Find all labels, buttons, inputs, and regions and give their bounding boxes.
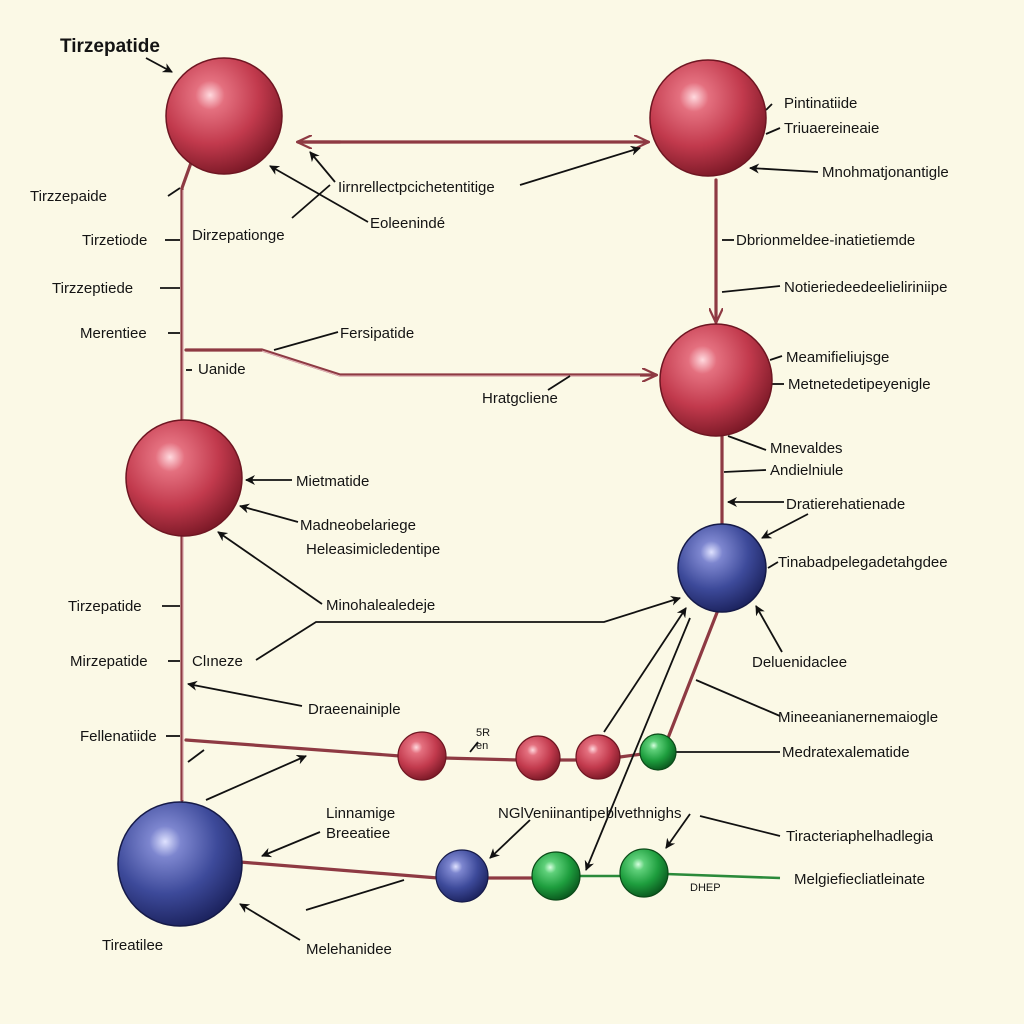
label-right-13: Mineeanianernemaiogle	[778, 709, 938, 726]
label-left-1: Tirzzepaide	[30, 188, 107, 205]
nodes	[117, 57, 773, 927]
label-center-1: Iirnrellectpcichetentitige	[338, 179, 495, 196]
label-right-2: Triuaereineaie	[784, 120, 879, 137]
green-node-2	[619, 848, 669, 898]
label-center-10: Linnamige	[326, 805, 395, 822]
label-right-17: DHEP	[690, 882, 721, 894]
label-right-6: Meamifieliujsge	[786, 349, 889, 366]
label-right-16: Melgiefiecliatleinate	[794, 871, 925, 888]
connector-left-trunk	[180, 158, 194, 802]
label-right-4: Dbrionmeldee-inatietiemde	[736, 232, 915, 249]
label-right-12: Deluenidaclee	[752, 654, 847, 671]
label-center-6: Madneobelariege	[300, 517, 416, 534]
label-center-15: en	[476, 740, 488, 752]
green-node-1	[531, 851, 581, 901]
green-node-small	[639, 733, 677, 771]
red-node-small-3	[575, 734, 621, 780]
labels: Tirzepatide Tirzzepaide Tirzetiode Dirze…	[30, 36, 949, 958]
label-right-11: Tinabadpelegadetahgdee	[778, 554, 948, 571]
label-left-10: Fellenatiide	[80, 728, 157, 745]
label-left-4: Tirzzeptiede	[52, 280, 133, 297]
red-node-mid-left	[125, 419, 243, 537]
connector-lines	[180, 142, 781, 880]
red-node-small-1	[397, 731, 447, 781]
red-node-small-2	[515, 735, 561, 781]
label-center-2: Eoleenindé	[370, 215, 445, 232]
label-center-14: 5R	[476, 727, 490, 739]
label-center-9: Draeenainiple	[308, 701, 401, 718]
label-center-8: Minohalealedeje	[326, 597, 435, 614]
label-left-2: Tirzetiode	[82, 232, 147, 249]
label-right-1: Pintinatiide	[784, 95, 857, 112]
label-left-8: Mirzepatide	[70, 653, 148, 670]
blue-node-large	[117, 801, 243, 927]
connector-chain-lower	[238, 860, 440, 880]
red-node-top-right	[649, 59, 767, 177]
label-left-9: Clıneze	[192, 653, 243, 670]
label-left-6: Uanide	[198, 361, 246, 378]
label-right-10: Dratierehatienade	[786, 496, 905, 513]
label-center-4: Hratgcliene	[482, 390, 558, 407]
label-right-5: Notieriedeedeelieliriniipe	[784, 279, 947, 296]
label-right-8: Mnevaldes	[770, 440, 843, 457]
pointer-lines	[145, 57, 819, 941]
label-center-12: NGlVeniinantipeblvethnighs	[498, 805, 681, 822]
red-node-mid-right	[659, 323, 773, 437]
label-right-7: Metnetedetipeyenigle	[788, 376, 931, 393]
label-right-3: Mnohmatjonantigle	[822, 164, 949, 181]
label-center-11: Breeatiee	[326, 825, 390, 842]
connector-green-line	[580, 872, 781, 880]
label-right-14: Medratexalematide	[782, 744, 910, 761]
label-center-3: Fersipatide	[340, 325, 414, 342]
connector-diagonal	[666, 608, 720, 740]
blue-node-right	[677, 523, 767, 613]
label-center-5: Mietmatide	[296, 473, 369, 490]
label-left-11: Tireatilee	[102, 937, 163, 954]
label-center-13: Melehanidee	[306, 941, 392, 958]
label-left-3: Dirzepationge	[192, 227, 285, 244]
blue-node-small	[435, 849, 489, 903]
label-center-7: Heleasimicledentipe	[306, 541, 440, 558]
diagram-title: Tirzepatide	[60, 36, 160, 57]
label-left-7: Tirzepatide	[68, 598, 142, 615]
label-left-5: Merentiee	[80, 325, 147, 342]
label-right-9: Andielniule	[770, 462, 843, 479]
label-right-15: Tiracteriaphelhadlegia	[786, 828, 934, 845]
connector-middle	[184, 348, 656, 375]
red-node-top-left	[165, 57, 283, 175]
connector-chain-upper	[184, 738, 402, 758]
connector-chain-upper-2	[442, 752, 644, 762]
